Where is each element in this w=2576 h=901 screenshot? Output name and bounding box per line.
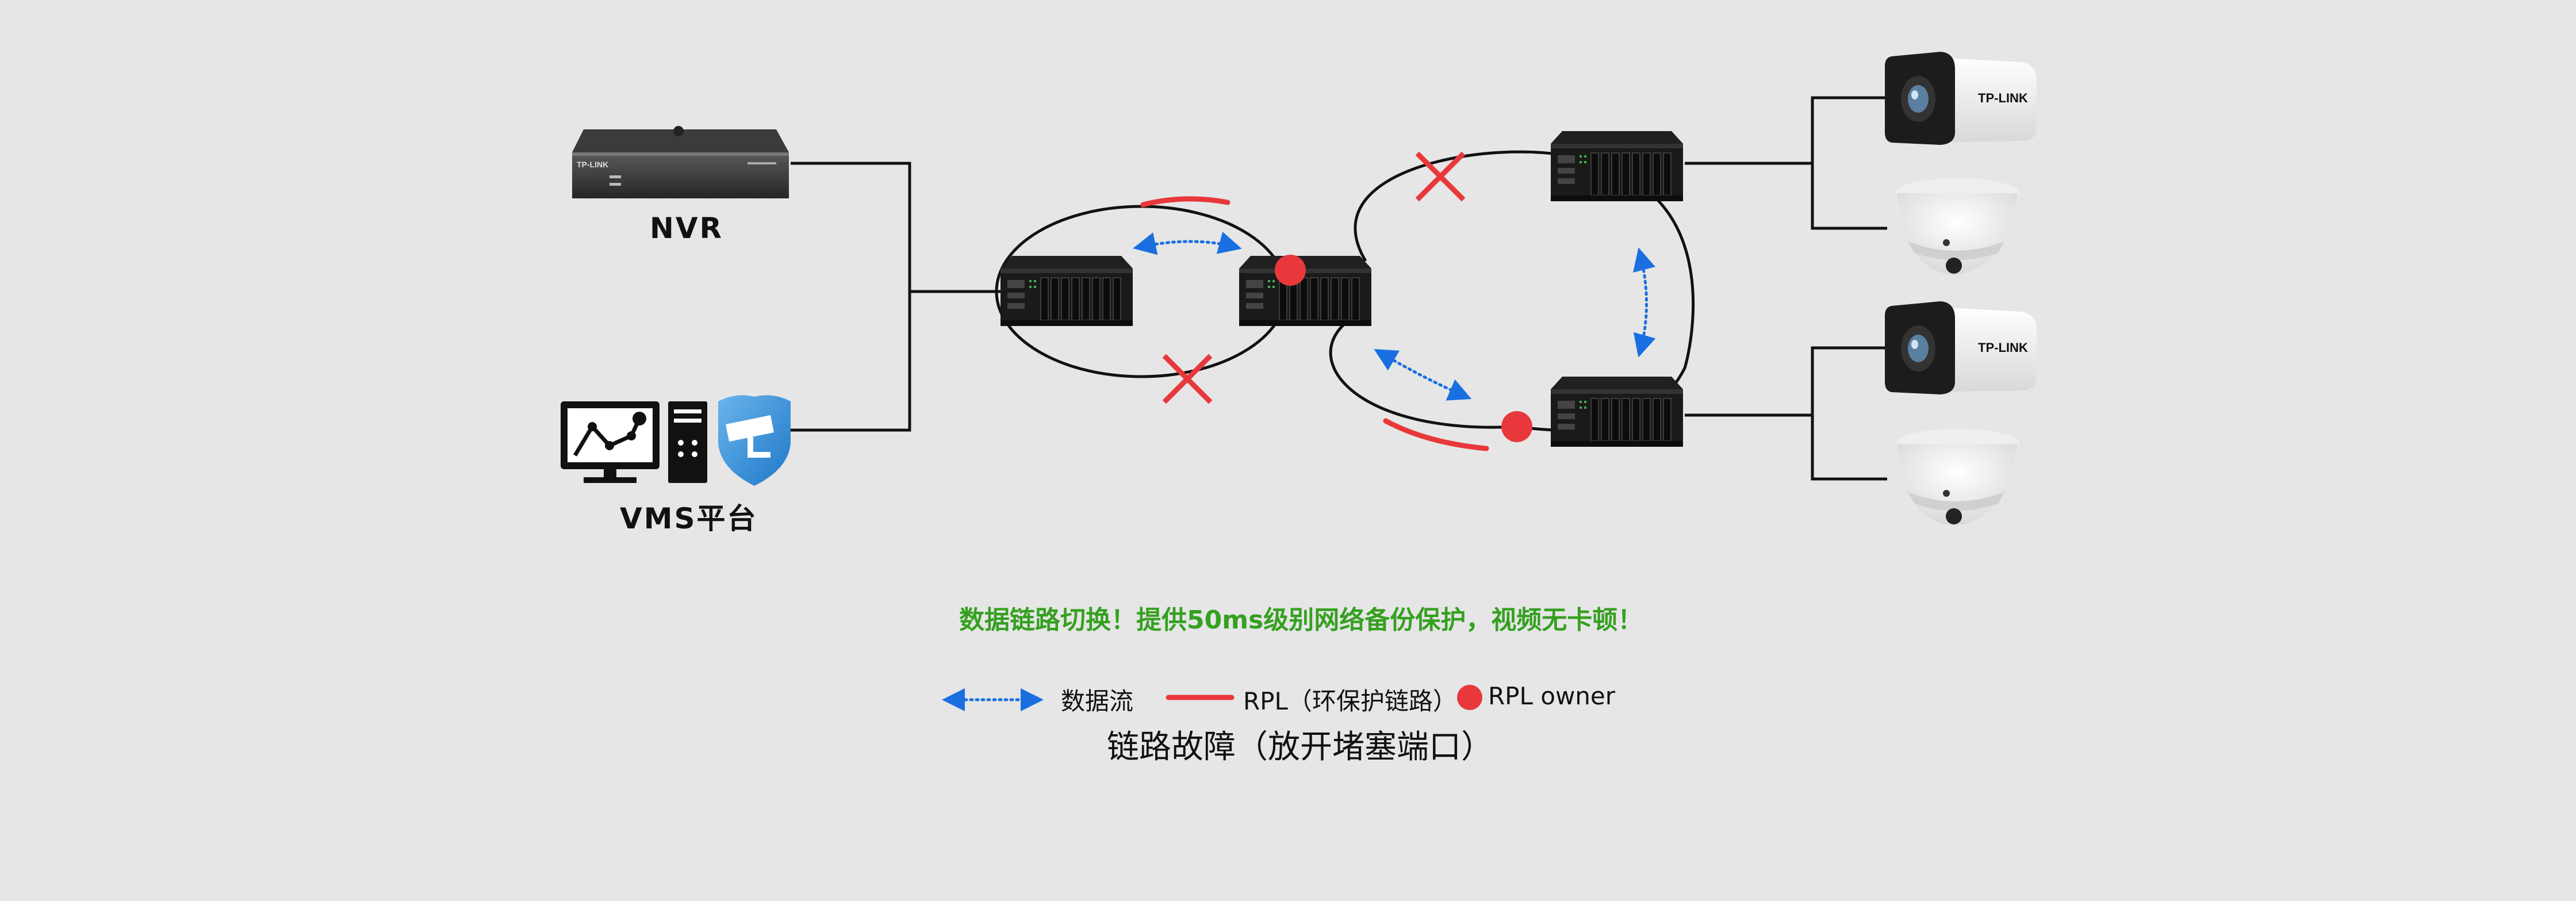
data-flow-arrows xyxy=(1133,231,1656,401)
switch-3 xyxy=(1550,131,1684,202)
left-wiring xyxy=(791,162,1000,432)
fault-marks xyxy=(1162,151,1466,404)
svg-text:TP-LINK: TP-LINK xyxy=(1978,91,2028,105)
legend-rpl-label: RPL（环保护链路） xyxy=(1243,687,1457,715)
switch-4 xyxy=(1550,376,1684,447)
camera-3-bullet: TP-LINK xyxy=(1885,301,2037,394)
switch-1 xyxy=(1000,255,1133,327)
rpl-link xyxy=(1140,196,1489,451)
camera-1-bullet: TP-LINK xyxy=(1885,52,2037,145)
diagram-title: 链路故障（放开堵塞端口） xyxy=(1107,729,1493,766)
nvr-device: TP-LINK xyxy=(572,126,789,198)
camera-2-dome xyxy=(1895,178,2019,275)
svg-text:TP-LINK: TP-LINK xyxy=(1978,340,2028,355)
vms-device xyxy=(561,395,791,486)
vms-label: VMS平台 xyxy=(620,502,758,535)
camera-4-dome xyxy=(1895,429,2019,526)
right-ring xyxy=(1329,150,1695,432)
svg-text:TP-LINK: TP-LINK xyxy=(577,160,608,169)
legend-rpl-owner-label: RPL owner xyxy=(1488,682,1616,710)
right-wiring xyxy=(1685,96,1887,481)
legend-data-flow-label: 数据流 xyxy=(1061,687,1134,715)
rpl-owner-dots xyxy=(1275,255,1532,442)
caption: 数据链路切换！提供50ms级别网络备份保护，视频无卡顿！ xyxy=(959,605,1643,635)
legend-rpl-owner-icon xyxy=(1457,685,1482,710)
nvr-label: NVR xyxy=(650,212,724,245)
